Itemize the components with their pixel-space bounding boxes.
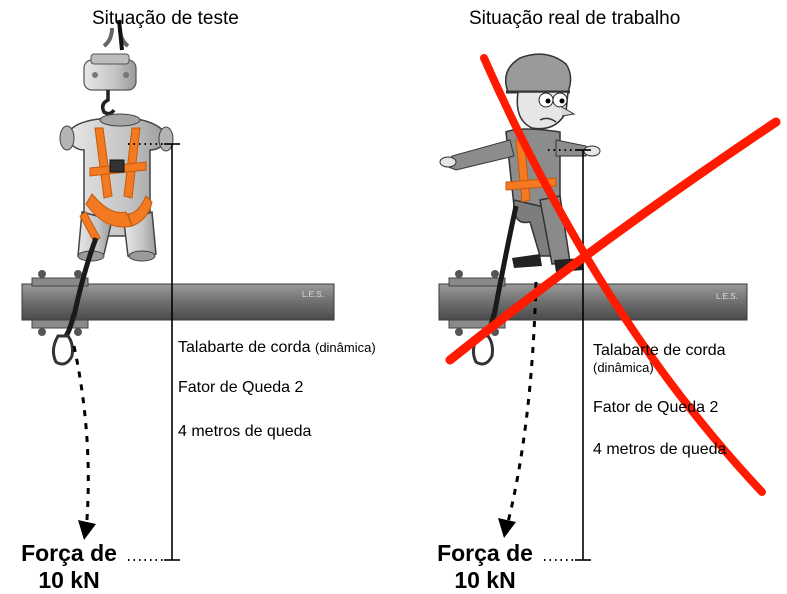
work-force-label: Força de 10 kN: [428, 540, 542, 594]
test-fall-factor: Fator de Queda 2: [178, 379, 304, 396]
test-panel: [21, 19, 335, 561]
test-force-value: 10 kN: [38, 567, 100, 593]
test-fall-distance: 4 metros de queda: [178, 423, 312, 440]
strike-cross: [445, 54, 781, 496]
work-force-value: 10 kN: [454, 567, 516, 593]
work-lanyard-note: (dinâmica): [593, 360, 654, 375]
test-fall-arrowhead: [78, 520, 96, 540]
work-fall-factor: Fator de Queda 2: [593, 399, 719, 416]
test-lanyard: [51, 237, 99, 366]
test-panel-title: Situação de teste: [92, 8, 239, 29]
test-harness: [79, 127, 153, 243]
work-panel-title: Situação real de trabalho: [469, 8, 681, 29]
work-force-line1: Força de: [437, 540, 533, 566]
strike-line-1: [480, 54, 766, 496]
work-fall-trajectory: [504, 281, 538, 531]
load-cell: [83, 19, 137, 116]
test-lanyard-label: Talabarte de corda: [178, 339, 311, 356]
test-lanyard-text: Talabarte de corda (dinâmica): [178, 339, 376, 357]
work-lanyard-label: Talabarte de corda: [593, 342, 726, 359]
worker-figure: [439, 53, 601, 272]
test-force-line1: Força de: [21, 540, 117, 566]
work-fall-distance: 4 metros de queda: [593, 441, 727, 458]
work-beam: [438, 270, 748, 336]
test-force-label: Força de 10 kN: [12, 540, 126, 594]
work-panel: [438, 53, 781, 561]
work-fall-arrowhead: [498, 518, 516, 538]
test-dummy: [59, 113, 174, 262]
test-beam-mark: L.E.S.: [302, 290, 324, 299]
test-lanyard-note: (dinâmica): [314, 340, 376, 355]
work-beam-mark: L.E.S.: [716, 292, 738, 301]
strike-line-2: [445, 117, 781, 365]
test-fall-trajectory: [72, 345, 90, 533]
